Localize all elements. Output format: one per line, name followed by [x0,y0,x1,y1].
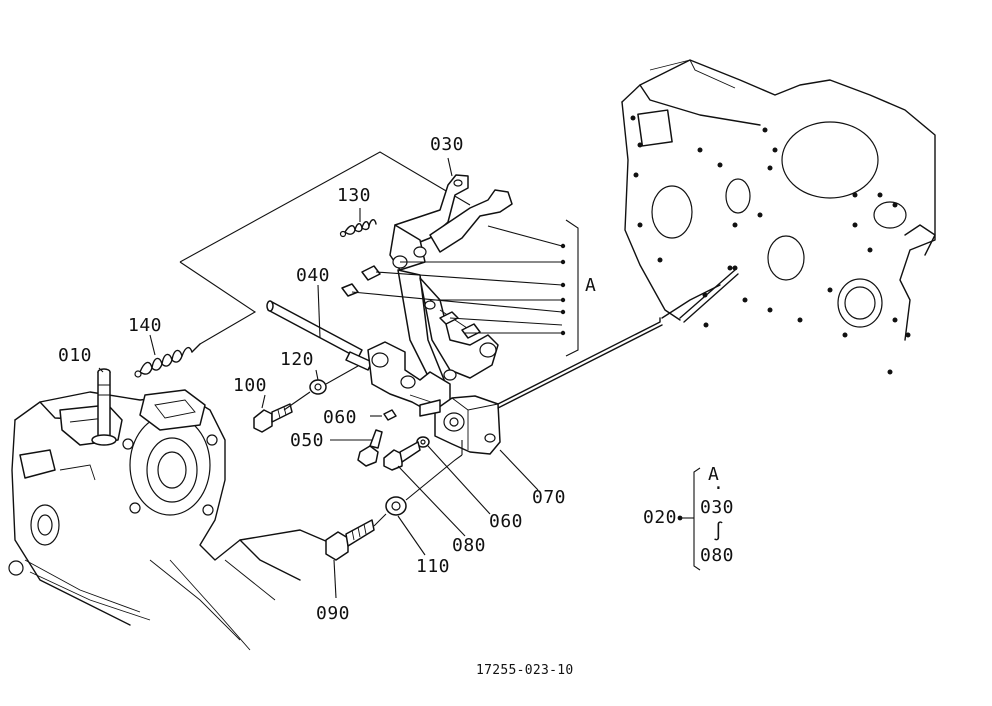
lever-bracket [367,341,451,413]
label-030: 030 [430,134,465,155]
part-070-block [419,395,501,455]
part-110-washer [385,496,407,516]
label-100: 100 [233,375,268,396]
label-010: 010 [58,345,93,366]
phantom-frame [179,151,471,345]
drawing-number: 17255-023-10 [476,663,574,678]
part-060-nut-upper [383,409,397,421]
legend-from: 030 [700,497,735,518]
label-leaders [98,157,539,599]
part-120-washer [309,379,327,395]
part-050-bolt [357,429,383,467]
legend-assembly: 020 [643,507,678,528]
label-140: 140 [128,315,163,336]
control-rod [497,284,721,409]
transmission-housing [8,389,336,651]
part-140-spring [134,343,201,378]
group-a-label: A [585,275,597,296]
legend-to: 080 [700,545,735,566]
label-080: 080 [452,535,487,556]
group-a-leaders [351,219,579,357]
label-050: 050 [290,430,325,451]
label-040: 040 [296,265,331,286]
label-120: 120 [280,349,315,370]
label-060-upper: 060 [323,407,358,428]
part-080-bolt [383,441,421,471]
engine-block [621,59,936,375]
label-110: 110 [416,556,451,577]
part-040-shaft [266,300,373,371]
label-060-lower: 060 [489,511,524,532]
legend-bracket [677,467,701,571]
assembly-axes [283,365,463,527]
part-090-bolt [325,519,375,561]
label-130: 130 [337,185,372,206]
legend-dot: · [713,478,725,499]
label-070: 070 [532,487,567,508]
legend-group-label: A [708,464,720,485]
part-130-spring [339,219,377,238]
label-090: 090 [316,603,351,624]
legend-tilde: ∫ [713,521,725,542]
part-010-shaft [91,368,117,446]
